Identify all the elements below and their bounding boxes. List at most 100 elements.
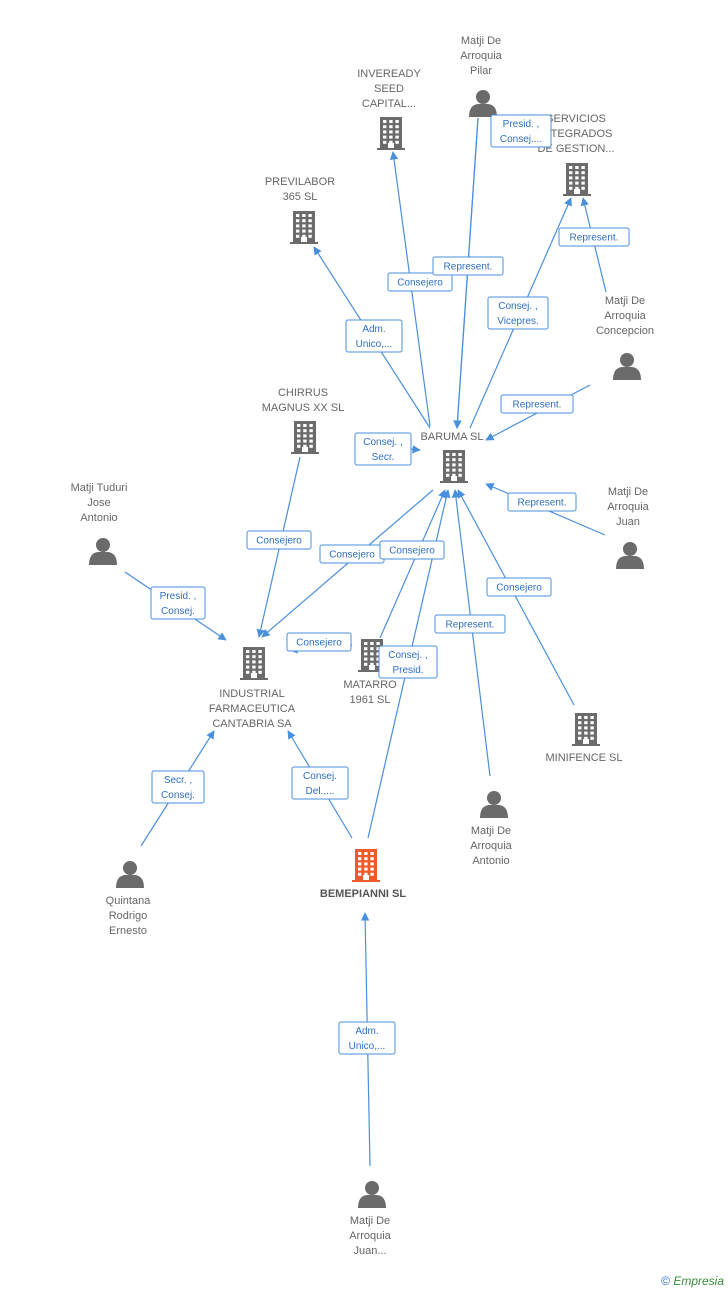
- edge-label-text: Consej. ,: [363, 437, 402, 448]
- building-icon: [291, 421, 319, 454]
- edge-label-box[interactable]: Represent.: [507, 492, 577, 512]
- node-label-line: CHIRRUS: [278, 387, 328, 399]
- edge-label-box[interactable]: Consej. ,Presid.: [378, 645, 438, 679]
- edge-label-text: Consej....: [500, 134, 542, 145]
- edge-label-box[interactable]: Consejero: [319, 544, 385, 564]
- node-chirrus[interactable]: CHIRRUS MAGNUS XX SL: [262, 387, 345, 454]
- edge-label-text: Represent.: [446, 620, 495, 631]
- node-label-line: Antonio: [472, 855, 509, 867]
- edge-label-text: Consejero: [389, 546, 435, 557]
- node-label-line: INTEGRADOS: [540, 128, 613, 140]
- node-label-line: MAGNUS XX SL: [262, 402, 345, 414]
- edge-label-box[interactable]: Consej. ,Vicepres.: [487, 296, 549, 330]
- edge-label-text: Secr.: [372, 452, 395, 463]
- person-icon: [89, 538, 117, 565]
- edge-label-box[interactable]: Represent.: [500, 394, 574, 414]
- node-label-line: Arroquia: [349, 1230, 391, 1242]
- person-icon: [613, 353, 641, 380]
- edge-label-box[interactable]: Consejero: [387, 272, 453, 292]
- edge-label-box[interactable]: Presid. , Consej.: [150, 586, 206, 620]
- node-label-line: Ernesto: [109, 925, 147, 937]
- node-label-line: PREVILABOR: [265, 176, 335, 188]
- edge-label-box[interactable]: Consejero: [379, 540, 445, 560]
- node-label-line: MATARRO: [343, 679, 397, 691]
- edge-label-box[interactable]: Consej. Del.,...: [291, 766, 349, 800]
- edge-label-text: Adm.: [362, 324, 385, 335]
- edge-label-text: Consejero: [329, 550, 375, 561]
- building-icon: [240, 647, 268, 680]
- edge-label-box[interactable]: Consejero: [486, 577, 552, 597]
- node-label-line: 365 SL: [283, 191, 318, 203]
- footer-brand[interactable]: © Empresia: [661, 1274, 724, 1288]
- brand-logo-text: Empresia: [673, 1274, 724, 1288]
- edge-label-text: Del.,...: [306, 786, 335, 797]
- building-icon: [352, 849, 380, 882]
- edge-label-box[interactable]: Adm. Unico,...: [345, 319, 403, 353]
- edge-label-text: Presid. ,: [160, 591, 197, 602]
- edge-label-box[interactable]: Secr. , Consej.: [151, 770, 205, 804]
- node-minifence[interactable]: MINIFENCE SL: [545, 713, 623, 764]
- node-juan2[interactable]: Matji DeArroquiaJuan...: [349, 1181, 392, 1257]
- edge-label-text: Unico,...: [356, 339, 393, 350]
- node-label-line: Pilar: [470, 65, 492, 77]
- edge-label-text: Consej.: [161, 606, 195, 617]
- edge-label-box[interactable]: Adm.Unico,...: [338, 1021, 396, 1055]
- node-label-line: MINIFENCE SL: [545, 752, 622, 764]
- edge-label-box[interactable]: Consejero: [246, 530, 312, 550]
- node-label-line: Matji Tuduri: [71, 482, 128, 494]
- edge-label-text: Consej.: [303, 771, 337, 782]
- edge-label-text: Consejero: [496, 583, 542, 594]
- person-icon: [480, 791, 508, 818]
- edge-label-box[interactable]: Presid. , Consej....: [490, 114, 552, 148]
- edge-label-text: Represent.: [570, 233, 619, 244]
- person-icon: [469, 90, 497, 117]
- node-label-line: Quintana: [106, 895, 152, 907]
- node-label-line: CANTABRIA SA: [212, 718, 292, 730]
- node-inveready[interactable]: INVEREADYSEEDCAPITAL...: [357, 68, 421, 150]
- node-label-line: Arroquia: [607, 501, 649, 513]
- node-bemepianni[interactable]: BEMEPIANNI SL: [320, 849, 406, 900]
- person-icon: [616, 542, 644, 569]
- node-label-line: INDUSTRIAL: [219, 688, 284, 700]
- node-baruma[interactable]: BARUMA SL: [421, 431, 484, 483]
- person-icon: [358, 1181, 386, 1208]
- node-label-line: Matji De: [350, 1215, 390, 1227]
- edge-label-text: Unico,...: [349, 1041, 386, 1052]
- node-previlabor[interactable]: PREVILABOR 365 SL: [265, 176, 335, 244]
- node-label-line: Matji De: [461, 35, 501, 47]
- node-label-line: Antonio: [80, 512, 117, 524]
- building-icon: [358, 639, 386, 672]
- edge-label-text: Consejero: [296, 638, 342, 649]
- edge-label-text: Secr. ,: [164, 775, 192, 786]
- node-label-line: Arroquia: [604, 310, 646, 322]
- node-label-line: CAPITAL...: [362, 98, 416, 110]
- edge-label-box[interactable]: Consej. , Secr.: [354, 432, 412, 466]
- copyright-symbol: ©: [661, 1274, 670, 1288]
- building-icon: [290, 211, 318, 244]
- edge-label-text: Consej.: [161, 790, 195, 801]
- edge-label-box[interactable]: Represent.: [558, 227, 630, 247]
- node-label-line: BEMEPIANNI SL: [320, 888, 406, 900]
- edge-label-text: Consej. ,: [388, 650, 427, 661]
- edge-label-box[interactable]: Represent.: [434, 614, 506, 634]
- node-label-line: Jose: [87, 497, 110, 509]
- node-label-line: Juan: [616, 516, 640, 528]
- building-icon: [572, 713, 600, 746]
- edge-label-text: Consejero: [397, 278, 443, 289]
- edge-label-box[interactable]: Consejero: [286, 632, 352, 652]
- edge-label-text: Presid. ,: [503, 119, 540, 130]
- edge-label-box[interactable]: Represent.: [432, 256, 504, 276]
- edge-label-text: Represent.: [513, 400, 562, 411]
- node-label-line: Matji De: [471, 825, 511, 837]
- edge-label-text: Vicepres.: [497, 316, 539, 327]
